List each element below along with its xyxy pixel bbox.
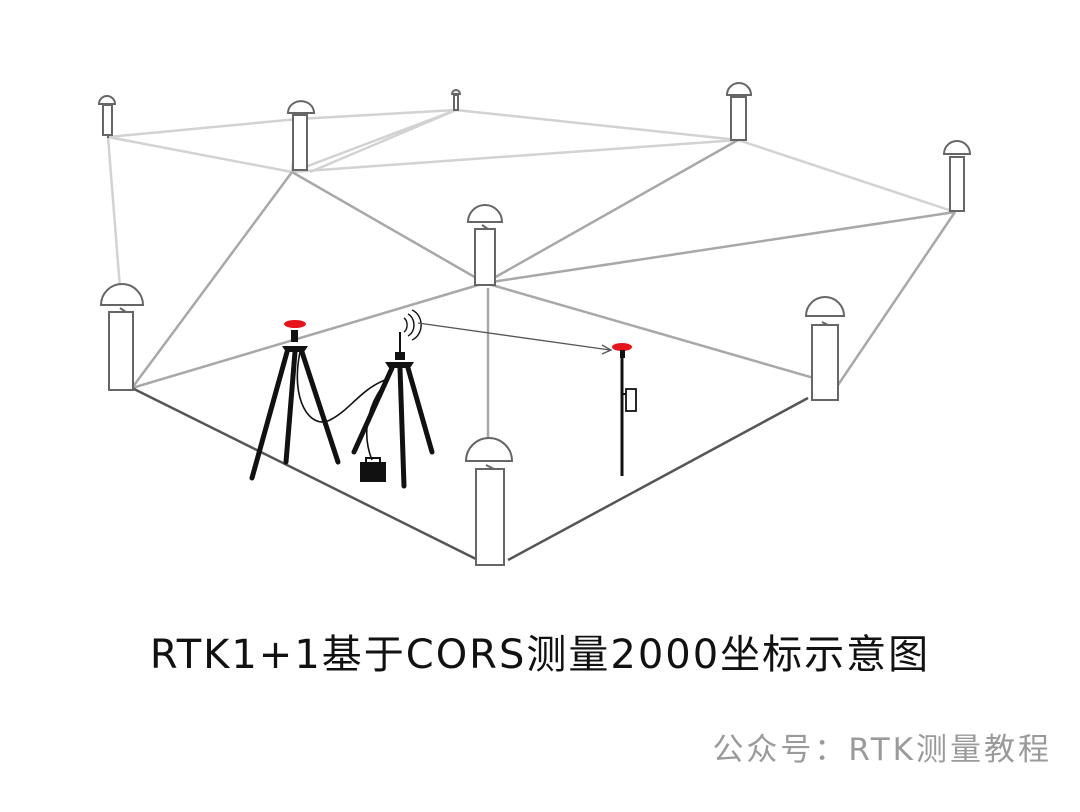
network-lines-far	[106, 108, 956, 289]
cors-station-mounts	[107, 136, 829, 470]
signal-arrow	[417, 322, 613, 355]
battery-box-icon	[360, 457, 386, 482]
network-lines-mid	[130, 138, 957, 455]
watermark-text: 公众号：RTK测量教程	[712, 732, 1052, 768]
network-lines-near	[131, 386, 809, 562]
gnss-tripod-icon	[249, 320, 341, 481]
rover-pole-icon	[612, 343, 637, 476]
cors-station-icon	[97, 82, 972, 566]
radio-signal-icon	[403, 309, 422, 341]
cable-lines	[296, 351, 389, 461]
diagram-caption: RTK1+1基于CORS测量2000坐标示意图	[149, 632, 931, 678]
